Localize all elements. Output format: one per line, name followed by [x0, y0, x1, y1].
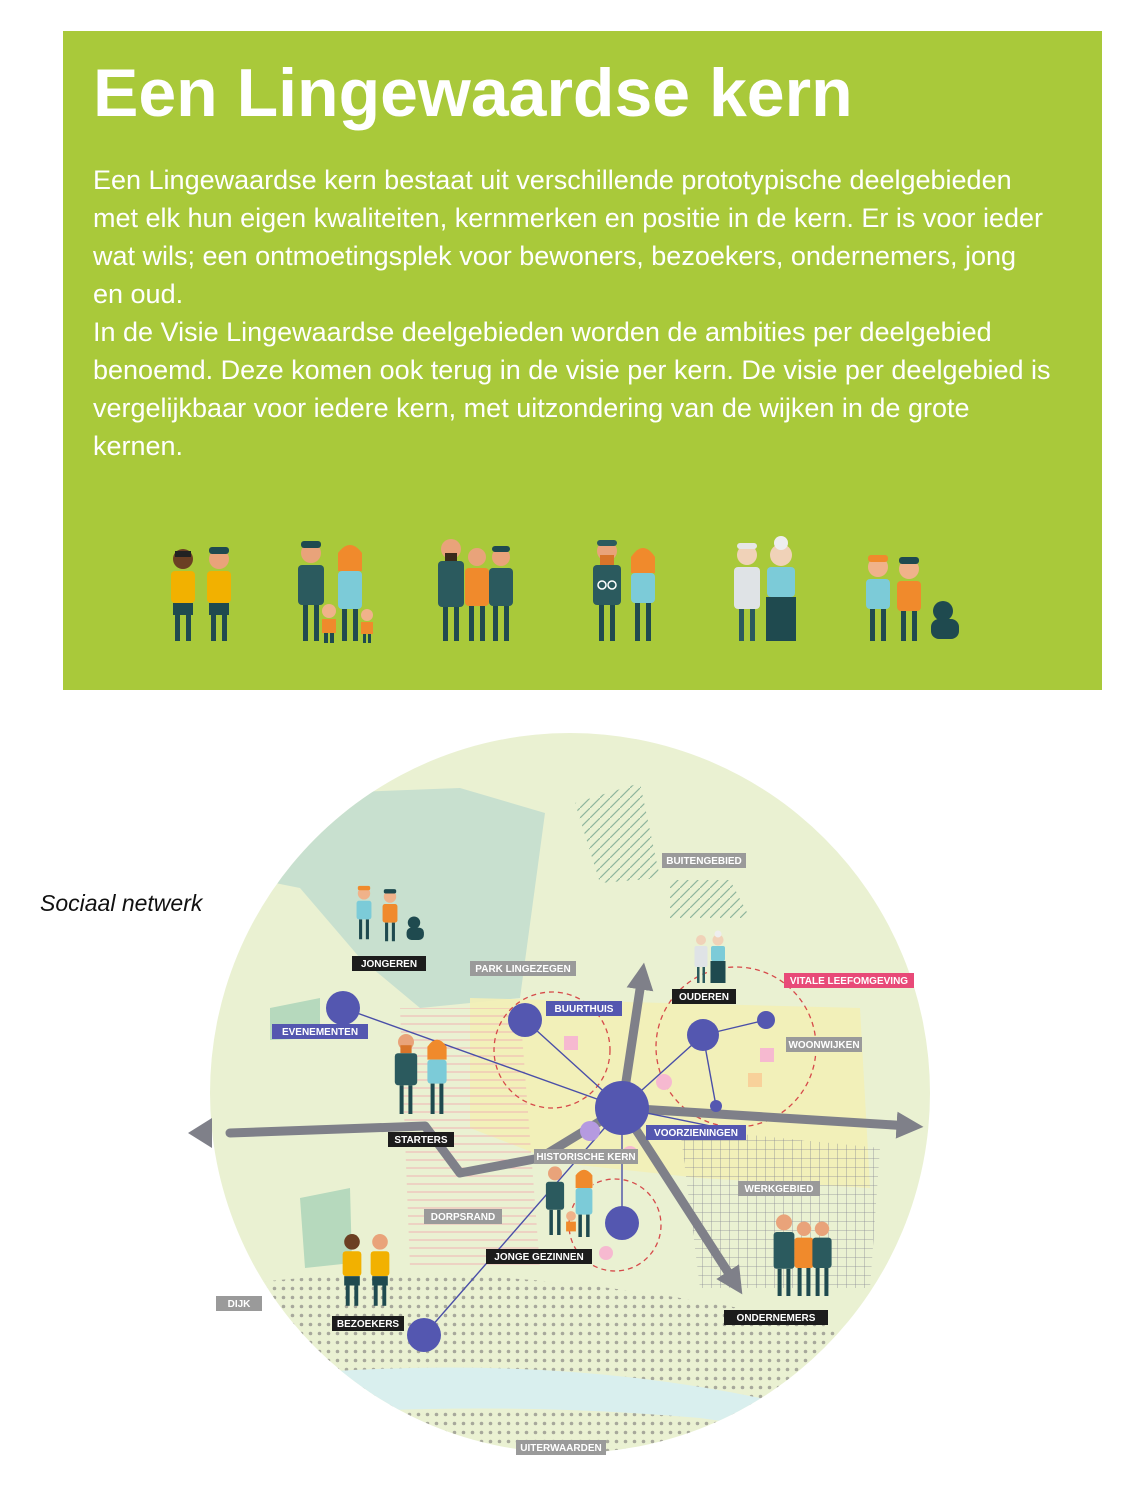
intro-text: Een Lingewaardse kern bestaat uit versch…: [93, 161, 1053, 465]
page-title: Een Lingewaardse kern: [93, 55, 853, 131]
forest-patch-2: [670, 880, 750, 918]
label-jongeren: JONGEREN: [361, 959, 417, 970]
network-nodes: [326, 991, 775, 1352]
diagram-ouderen-figures: [694, 930, 726, 983]
youth-group-icon: [866, 555, 959, 641]
label-bezoekers: BEZOEKERS: [337, 1319, 400, 1330]
label-woonwijken: WOONWIJKEN: [788, 1040, 859, 1051]
visitors-group-icon: [171, 547, 231, 641]
label-uiterwaarden: UITERWAARDEN: [520, 1443, 601, 1454]
label-buurthuis: BUURTHUIS: [555, 1004, 614, 1015]
diagram-subtitle: Sociaal netwerk: [40, 890, 203, 916]
label-park: PARK LINGEZEGEN: [475, 964, 570, 975]
label-jonge-gezinnen: JONGE GEZINNEN: [494, 1252, 583, 1263]
label-buitengebied: BUITENGEBIED: [666, 856, 742, 867]
diagram-jongeren-figures: [356, 885, 424, 942]
label-evenementen: EVENEMENTEN: [282, 1027, 358, 1038]
target-groups-row: [171, 536, 959, 643]
label-voorzieningen: VOORZIENINGEN: [654, 1128, 738, 1139]
entrepreneurs-group-icon: [438, 539, 513, 641]
social-network-diagram: BUITENGEBIED PARK LINGEZEGEN WOONWIJKEN …: [188, 733, 930, 1455]
label-starters: STARTERS: [394, 1135, 447, 1146]
label-ouderen: OUDEREN: [679, 992, 729, 1003]
label-dijk: DIJK: [228, 1299, 252, 1310]
river: [230, 1367, 840, 1453]
node-woonwijken: [687, 1019, 719, 1051]
node-voorzieningen: [595, 1081, 649, 1135]
node-bezoekers: [407, 1318, 441, 1352]
elderly-group-icon: [734, 536, 796, 641]
starters-group-icon: [593, 540, 655, 641]
label-dorpsrand: DORPSRAND: [431, 1212, 495, 1223]
diagram-gezinnen-figures: [545, 1166, 593, 1237]
intro-panel: Een Lingewaardse kern Een Lingewaardse k…: [63, 31, 1102, 690]
arrow-west-head: [188, 1118, 212, 1148]
diagram-ondernemers-figures: [773, 1214, 832, 1296]
label-historische-kern: HISTORISCHE KERN: [536, 1152, 635, 1163]
node-buurthuis: [508, 1003, 542, 1037]
label-werkgebied: WERKGEBIED: [745, 1184, 814, 1195]
intro-paragraph-1: Een Lingewaardse kern bestaat uit versch…: [93, 165, 1043, 309]
node-evenementen: [326, 991, 360, 1025]
green-patch: [300, 1188, 352, 1268]
forest-patch: [575, 783, 660, 883]
label-vitale-leefomgeving: VITALE LEEFOMGEVING: [790, 976, 908, 987]
diagram-starters-figures: [394, 1034, 447, 1114]
node-gezinnen: [605, 1206, 639, 1240]
node-woonwijken-tiny: [710, 1100, 722, 1112]
node-woonwijken-small: [757, 1011, 775, 1029]
intro-paragraph-2: In de Visie Lingewaardse deelgebieden wo…: [93, 317, 1051, 461]
diagram-bezoekers-figures: [342, 1234, 390, 1306]
young-family-group-icon: [298, 541, 373, 643]
buurthuis-ring: [493, 991, 611, 1109]
label-ondernemers: ONDERNEMERS: [737, 1313, 816, 1324]
